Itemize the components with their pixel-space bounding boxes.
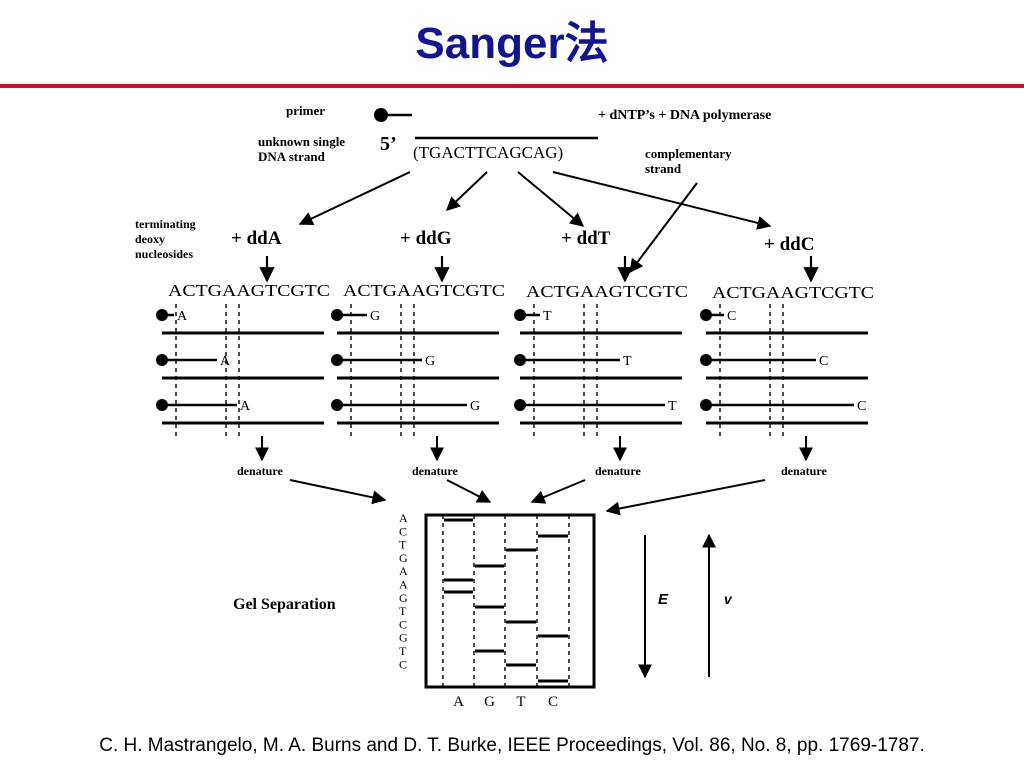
read-letter: T [399, 604, 407, 618]
terminating-base: C [819, 354, 828, 369]
terminating-label-line2: deoxy [135, 232, 165, 246]
terminating-base: G [425, 354, 435, 369]
reaction-sequence: ACTGAAGTCGTC [343, 281, 505, 300]
read-letter: G [399, 631, 408, 645]
slide-title: Sanger法 [415, 19, 609, 68]
gel-separation-label: Gel Separation [233, 596, 336, 613]
strand-label-line2: DNA strand [258, 149, 326, 164]
read-letter: G [399, 551, 408, 565]
gel-lane-label: C [548, 694, 558, 710]
primer-dot [700, 354, 712, 366]
reagents-label: + dNTP’s + DNA polymerase [598, 108, 771, 123]
title-divider [0, 84, 1024, 88]
reagent-label: + ddT [561, 228, 611, 249]
gel-frame [424, 513, 596, 689]
velocity-label: v [724, 591, 733, 607]
read-letter: C [399, 617, 407, 631]
sanger-diagram: primer + dNTP’s + DNA polymerase unknown… [135, 103, 874, 710]
read-letter: C [399, 524, 407, 538]
terminating-base: G [370, 309, 380, 324]
primer-dot [156, 354, 168, 366]
reaction-sequence: ACTGAAGTCGTC [168, 281, 330, 300]
gel-lane-label: G [484, 694, 495, 710]
field-label: E [658, 591, 669, 608]
split-arrow-dda [298, 171, 411, 225]
terminating-base: G [470, 399, 480, 414]
primer-dot [156, 399, 168, 411]
primer-dot [331, 399, 343, 411]
complementary-pointer-arrow [629, 182, 698, 274]
split-arrow-ddt [517, 171, 585, 227]
terminating-base: T [543, 309, 552, 324]
read-letter: G [399, 591, 408, 605]
split-arrow-ddg [445, 171, 488, 211]
terminating-base: T [668, 399, 677, 414]
primer-dot [514, 354, 526, 366]
read-letter: C [399, 657, 407, 671]
strand-label-line1: unknown single [258, 134, 345, 149]
primer-dot [514, 399, 526, 411]
read-letter: T [399, 644, 407, 658]
terminating-label-line1: terminating [135, 217, 196, 231]
split-arrow-ddc [552, 171, 772, 230]
complementary-label-line1: complementary [645, 146, 732, 161]
denature-label: denature [781, 464, 827, 478]
complementary-label-line2: strand [645, 161, 682, 176]
to-gel-arrow [446, 479, 492, 503]
reagent-label: + ddG [400, 228, 452, 249]
denature-label: denature [595, 464, 641, 478]
terminating-base: C [857, 399, 866, 414]
terminating-label-line3: nucleosides [135, 247, 193, 261]
read-letter: A [399, 564, 408, 578]
read-letter: T [399, 538, 407, 552]
reagent-label: + ddC [764, 234, 814, 255]
denature-label: denature [237, 464, 283, 478]
reagent-label: + ddA [231, 228, 282, 249]
primer-label: primer [286, 103, 325, 118]
to-gel-arrow [530, 479, 586, 504]
terminating-base: C [727, 309, 736, 324]
primer-dot [514, 309, 526, 321]
read-letter: A [399, 578, 408, 592]
to-gel-arrow [605, 479, 766, 516]
terminating-base: A [240, 399, 251, 414]
reaction-sequence: ACTGAAGTCGTC [526, 282, 688, 301]
primer-dot [331, 354, 343, 366]
terminating-base: T [623, 354, 632, 369]
primer-dot [331, 309, 343, 321]
primer-dot [156, 309, 168, 321]
gel-lane-label: A [453, 694, 464, 710]
terminating-base: A [220, 354, 231, 369]
primer-dot [700, 309, 712, 321]
to-gel-arrow [289, 479, 387, 505]
gel-lane-label: T [516, 694, 525, 710]
primer-icon [374, 108, 412, 122]
five-prime-label: 5’ [380, 133, 397, 155]
reaction-sequence: ACTGAAGTCGTC [712, 283, 874, 302]
primer-dot [700, 399, 712, 411]
denature-label: denature [412, 464, 458, 478]
template-sequence: (TGACTTCAGCAG) [413, 143, 563, 162]
read-letter: A [399, 511, 408, 525]
citation: C. H. Mastrangelo, M. A. Burns and D. T.… [99, 735, 925, 756]
terminating-base: A [177, 309, 188, 324]
